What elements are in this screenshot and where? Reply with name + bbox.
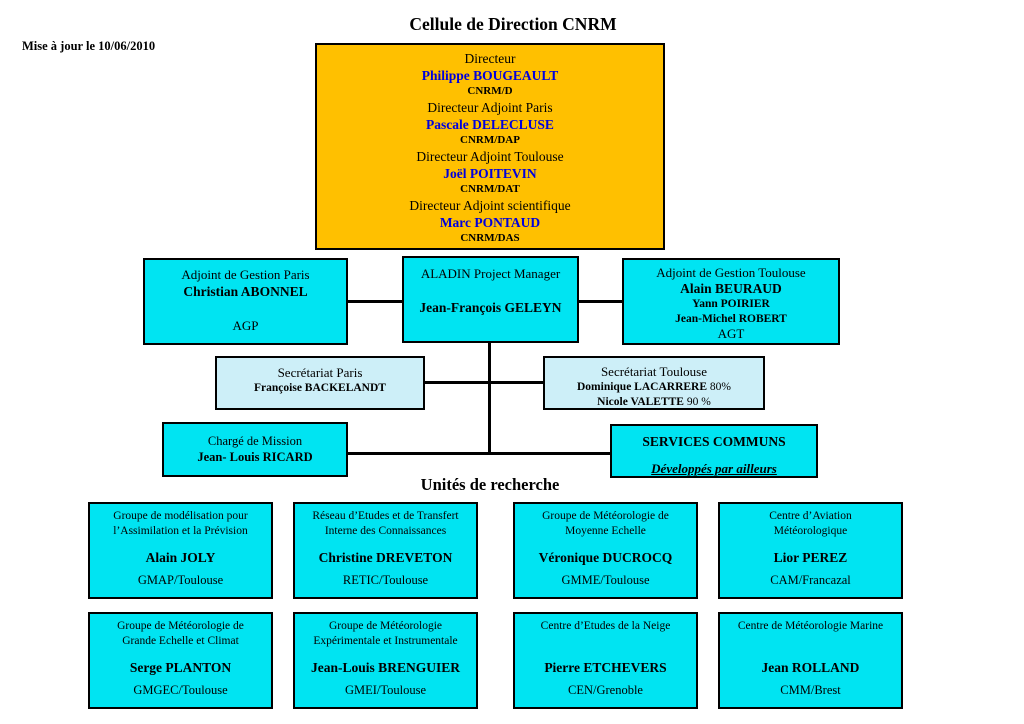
gestion-toulouse-name: Alain BEURAUD [680,281,782,296]
unit-code: CMM/Brest [780,683,841,697]
unit-dept-line-1: Groupe de Météorologie [328,620,443,632]
gestion-paris-name: Christian ABONNEL [183,284,308,299]
secretariat-paris-title: Secrétariat Paris [277,365,363,380]
unit-code: RETIC/Toulouse [342,573,429,587]
unit-dept: Centre de Météorologie Marine [722,619,899,634]
unit-box-cen: Centre d’Etudes de la Neige Pierre ETCHE… [513,612,698,709]
secretariat-toulouse-name-2: Nicole VALETTE [597,396,684,408]
unit-dept: Centre d’Etudes de la Neige [517,619,694,634]
unit-box-gmgec: Groupe de Météorologie de Grande Echelle … [88,612,273,709]
connector-vertical-trunk [488,342,491,455]
aladin-name: Jean-François GELEYN [419,300,562,315]
connector-paris-to-aladin [347,300,403,303]
unit-dept-line-1: Réseau d’Etudes et de Transfert [312,510,459,522]
deputy-toulouse-code: CNRM/DAT [460,183,520,195]
secretariat-toulouse-line-1: Dominique LACARRERE 80% [545,380,763,395]
director-name: Philippe BOUGEAULT [421,68,559,83]
gestion-toulouse-code: AGT [717,326,745,341]
deputy-science-role: Directeur Adjoint scientifique [409,198,571,213]
secretariat-toulouse-pct-1: 80% [709,381,731,393]
unit-dept-line-1: Groupe de Météorologie de [117,620,244,632]
unit-dept-line-1: Centre de Météorologie Marine [737,620,884,632]
gestion-paris-box: Adjoint de Gestion Paris Christian ABONN… [143,258,348,345]
unit-code: CEN/Grenoble [568,683,643,697]
unit-dept-line-2: Météorologique [773,525,848,537]
gestion-paris-code: AGP [232,318,259,333]
secretariat-toulouse-box: Secrétariat Toulouse Dominique LACARRERE… [543,356,765,410]
direction-box: Directeur Philippe BOUGEAULT CNRM/D Dire… [315,43,665,250]
secretariat-toulouse-title: Secrétariat Toulouse [600,364,708,379]
connector-secretariats [424,381,544,384]
services-communs-title: SERVICES COMMUNS [642,434,786,449]
unit-dept-line-2: Expérimentale et Instrumentale [313,635,458,647]
deputy-science-code: CNRM/DAS [460,232,520,244]
gestion-toulouse-title: Adjoint de Gestion Toulouse [656,265,806,280]
research-units-title: Unités de recherche [420,475,560,494]
unit-head-name: Jean ROLLAND [761,660,860,675]
page-title: Cellule de Direction CNRM [409,14,617,34]
unit-dept-line-2: Moyenne Echelle [565,525,646,537]
charge-de-mission-title: Chargé de Mission [207,434,303,448]
charge-de-mission-box: Chargé de Mission Jean- Louis RICARD [162,422,348,477]
gestion-paris-title: Adjoint de Gestion Paris [181,267,310,282]
director-code: CNRM/D [467,85,513,97]
unit-code: GMME/Toulouse [561,573,650,587]
deputy-paris-code: CNRM/DAP [460,134,520,146]
gestion-toulouse-box: Adjoint de Gestion Toulouse Alain BEURAU… [622,258,840,345]
services-communs-note: Développés par ailleurs [651,461,777,476]
unit-dept: Groupe de Météorologie de Grande Echelle … [92,619,269,649]
unit-code: CAM/Francazal [770,573,851,587]
secretariat-toulouse-name-1: Dominique LACARRERE [576,381,708,393]
secretariat-toulouse-pct-2: 90 % [686,396,711,408]
unit-head-name: Lior PEREZ [773,550,848,565]
unit-code: GMGEC/Toulouse [133,683,228,697]
services-communs-box: SERVICES COMMUNS Développés par ailleurs [610,424,818,478]
unit-dept: Groupe de Météorologie de Moyenne Echelle [517,509,694,539]
unit-head-name: Christine DREVETON [318,550,453,565]
unit-dept-line-2: Grande Echelle et Climat [122,635,239,647]
secretariat-toulouse-line-2: Nicole VALETTE 90 % [545,395,763,410]
gestion-toulouse-staff-2: Jean-Michel ROBERT [675,312,787,325]
unit-dept-line-1: Groupe de Météorologie de [542,510,669,522]
aladin-title: ALADIN Project Manager [420,266,561,281]
connector-aladin-to-toulouse [578,300,623,303]
connector-mission-to-services [347,452,611,455]
unit-head-name: Jean-Louis BRENGUIER [311,660,460,675]
unit-dept-line-1: Centre d’Aviation [769,510,852,522]
last-updated-label: Mise à jour le 10/06/2010 [22,39,156,53]
unit-dept-line-2: Interne des Connaissances [324,525,447,537]
director-role: Directeur [464,51,516,66]
unit-head-name: Serge PLANTON [129,660,232,675]
unit-dept-line-1: Centre d’Etudes de la Neige [540,620,671,632]
unit-head-name: Véronique DUCROCQ [538,550,673,565]
unit-box-cmm: Centre de Météorologie Marine Jean ROLLA… [718,612,903,709]
gestion-toulouse-staff-1: Yann POIRIER [692,298,770,310]
deputy-science-name: Marc PONTAUD [439,215,541,230]
secretariat-paris-name: Françoise BACKELANDT [254,382,386,394]
unit-code: GMAP/Toulouse [137,573,224,587]
unit-head-name: Pierre ETCHEVERS [544,660,667,675]
unit-box-gmme: Groupe de Météorologie de Moyenne Echelle… [513,502,698,599]
aladin-manager-box: ALADIN Project Manager Jean-François GEL… [402,256,579,343]
unit-code: GMEI/Toulouse [344,683,427,697]
deputy-paris-role: Directeur Adjoint Paris [427,100,553,115]
charge-de-mission-name: Jean- Louis RICARD [197,450,313,464]
deputy-toulouse-role: Directeur Adjoint Toulouse [416,149,564,164]
unit-box-gmap: Groupe de modélisation pour l’Assimilatio… [88,502,273,599]
unit-dept-line-1: Groupe de modélisation pour [113,510,248,522]
unit-dept: Groupe de modélisation pour l’Assimilatio… [92,509,269,539]
deputy-paris-name: Pascale DELECLUSE [426,117,554,132]
deputy-toulouse-name: Joël POITEVIN [443,166,537,181]
unit-dept-line-2: l’Assimilation et la Prévision [113,525,248,537]
unit-head-name: Alain JOLY [145,550,216,565]
secretariat-paris-box: Secrétariat Paris Françoise BACKELANDT [215,356,425,410]
